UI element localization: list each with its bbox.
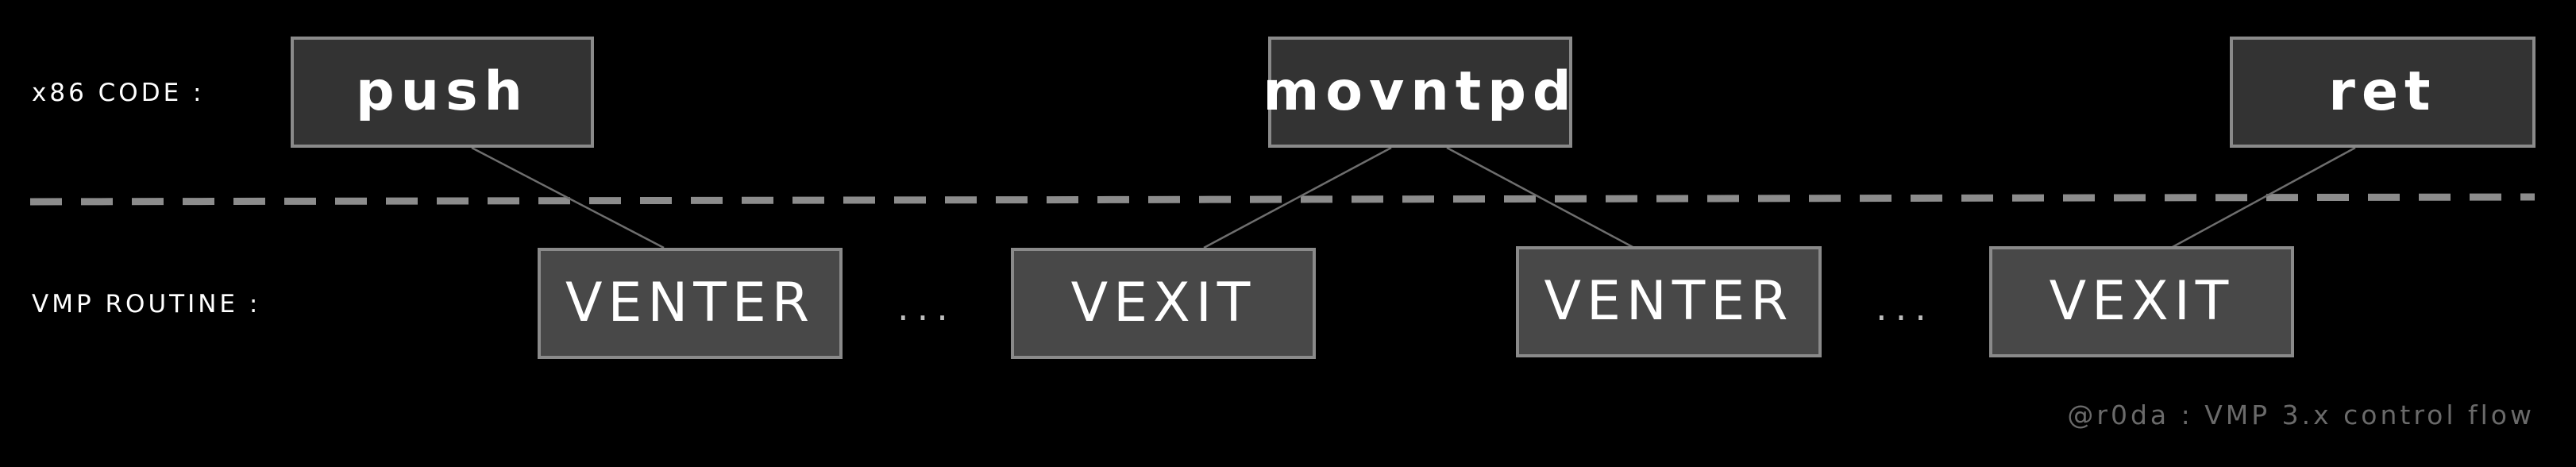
vmp-handler-vexit: VEXIT bbox=[1989, 246, 2294, 357]
vmp-handler-venter: VENTER bbox=[1516, 246, 1822, 357]
vmp-handler-venter: VENTER bbox=[538, 248, 843, 359]
connector-push-venter bbox=[471, 146, 665, 249]
section-divider bbox=[29, 193, 2536, 206]
x86-code-label: x86 CODE : bbox=[32, 79, 205, 107]
x86-instruction-push: push bbox=[291, 37, 594, 148]
credit-caption: @r0da : VMP 3.x control flow bbox=[2067, 399, 2535, 430]
connector-movntpd-venter bbox=[1446, 146, 1635, 249]
ellipsis: ... bbox=[897, 286, 956, 329]
vmp-handler-vexit: VEXIT bbox=[1011, 248, 1316, 359]
connector-movntpd-vexit bbox=[1203, 146, 1392, 249]
x86-instruction-movntpd: movntpd bbox=[1263, 37, 1572, 148]
connector-ret-vexit bbox=[2170, 146, 2356, 249]
vmp-routine-label: VMP ROUTINE : bbox=[32, 290, 261, 318]
ellipsis: ... bbox=[1876, 286, 1934, 329]
x86-instruction-ret: ret bbox=[2230, 37, 2536, 148]
